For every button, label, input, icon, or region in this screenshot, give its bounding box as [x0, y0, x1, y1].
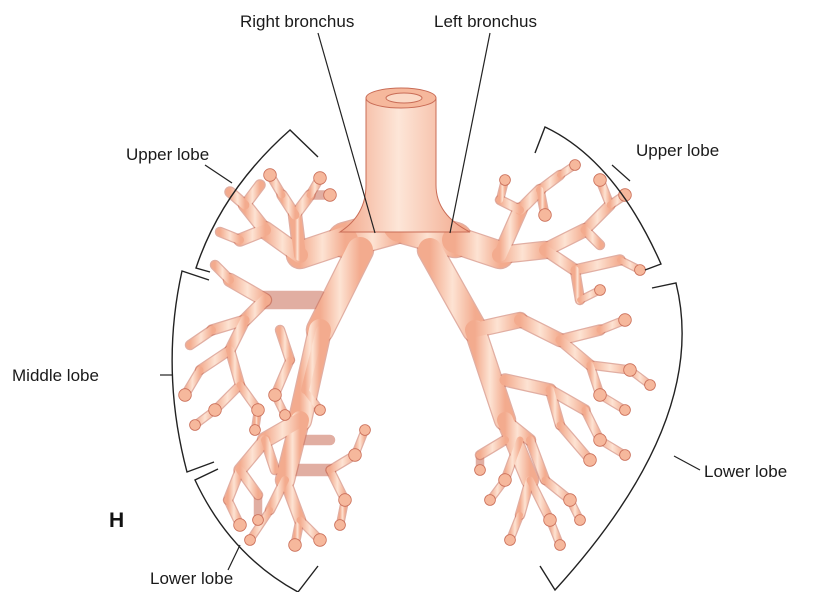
bronchus-branch — [200, 350, 230, 370]
bronchiole-tip — [595, 285, 606, 296]
right-upper-lobe-label: Upper lobe — [126, 145, 209, 164]
bronchiole-tip — [564, 494, 577, 507]
bronchiole-tip — [253, 515, 264, 526]
right-bronchus-label: Right bronchus — [240, 12, 354, 31]
bronchiole-tip — [234, 519, 247, 532]
bronchiole-tip — [360, 425, 371, 436]
bronchiole-tip — [620, 405, 631, 416]
bronchiole-tip — [499, 474, 512, 487]
left-upper-lobe-leader — [612, 165, 630, 181]
trachea — [340, 88, 470, 232]
bronchiole-tip — [190, 420, 201, 431]
bronchus-branch — [500, 200, 520, 210]
right-upper-lobe-leader — [205, 165, 232, 183]
bronchiole-tip — [179, 389, 192, 402]
bronchiole-tip — [289, 539, 302, 552]
right-lower-lobe-label: Lower lobe — [150, 569, 233, 588]
bronchus-branch — [560, 330, 600, 340]
bronchus-branch — [585, 205, 610, 230]
bronchus-branch — [475, 320, 520, 330]
bronchiole-tip — [245, 535, 256, 546]
bronchus-branch — [282, 195, 295, 215]
bronchiole-tip — [315, 405, 326, 416]
bronchiole-tip — [594, 434, 607, 447]
bronchiole-tip — [584, 454, 597, 467]
bronchiole-tip — [619, 314, 632, 327]
bronchiole-tip — [620, 450, 631, 461]
bronchus-branch — [230, 350, 240, 385]
panel-letter: H — [109, 509, 124, 532]
bronchiole-tip — [475, 465, 486, 476]
bronchus-branch — [520, 480, 530, 515]
bronchus-branch — [575, 260, 620, 270]
left-lower-lobe-label: Lower lobe — [704, 462, 787, 481]
bronchiole-tip — [570, 160, 581, 171]
bronchus-branch — [585, 230, 600, 245]
bronchus-branch — [505, 380, 550, 390]
bronchus-branch — [285, 480, 300, 520]
bronchiole-tip — [544, 514, 557, 527]
bronchiole-tip — [555, 540, 566, 551]
bronchiole-tip — [252, 404, 265, 417]
bronchiole-tip — [575, 515, 586, 526]
bronchus-branch — [560, 340, 590, 365]
right-lower-lobe-leader — [228, 545, 240, 570]
bronchus-branch — [575, 270, 580, 300]
bronchiole-tip — [500, 175, 511, 186]
bronchus-branch — [295, 215, 300, 255]
bronchiole-tip — [635, 265, 646, 276]
bronchiole-tip — [314, 534, 327, 547]
bronchiole-tip — [485, 495, 496, 506]
bronchiole-tip — [505, 535, 516, 546]
bronchus-branch — [320, 250, 360, 330]
bronchiole-tip — [324, 189, 337, 202]
bronchiole-tip — [539, 209, 552, 222]
bronchiole-tip — [624, 364, 637, 377]
bronchiole-tip — [209, 404, 222, 417]
left-bronchus-label: Left bronchus — [434, 12, 537, 31]
right-middle-lobe-bracket — [172, 271, 214, 472]
bronchus-branch — [560, 425, 590, 460]
left-bronchus-leader — [450, 33, 490, 233]
bronchiole-tip — [594, 174, 607, 187]
bronchiole-tip — [339, 494, 352, 507]
left-upper-lobe-label: Upper lobe — [636, 141, 719, 160]
bronchiole-tip — [314, 172, 327, 185]
bronchiole-tip — [335, 520, 346, 531]
bronchiole-tip — [269, 389, 282, 402]
bronchus-branch — [475, 330, 505, 420]
bronchiole-tip — [594, 389, 607, 402]
bronchus-branch — [228, 470, 240, 500]
bronchiole-tip — [250, 425, 261, 436]
bronchus-branch — [430, 250, 475, 330]
bronchus-branch — [280, 330, 290, 360]
bronchiole-tip — [349, 449, 362, 462]
bronchiole-tip — [280, 410, 291, 421]
left-lower-lobe-leader — [674, 456, 700, 470]
right-middle-lobe-label: Middle lobe — [12, 366, 99, 385]
bronchus-branch — [520, 190, 540, 210]
bronchus-branch — [215, 265, 230, 280]
bronchiole-tip — [264, 169, 277, 182]
bronchiole-tip — [645, 380, 656, 391]
